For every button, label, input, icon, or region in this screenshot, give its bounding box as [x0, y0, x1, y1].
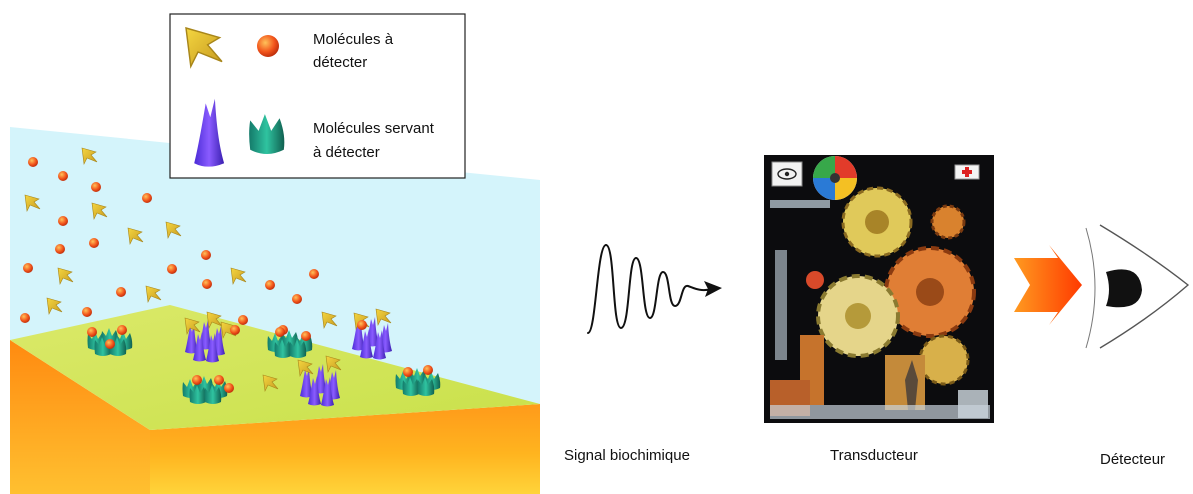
target-sphere [309, 269, 319, 279]
target-sphere [238, 315, 248, 325]
target-sphere [55, 244, 65, 254]
target-sphere [89, 238, 99, 248]
substrate-left-face [10, 340, 150, 494]
signal-caption: Signal biochimique [564, 447, 690, 464]
transducer-image [764, 155, 994, 423]
legend-sphere-icon [257, 35, 279, 57]
gear-icon [884, 246, 976, 338]
pupil [1106, 269, 1142, 308]
substrate-front-face [150, 404, 540, 494]
color-wheel-icon [813, 156, 857, 200]
paper-pile [770, 405, 990, 419]
valve [806, 271, 824, 289]
target-sphere [58, 216, 68, 226]
legend: Molécules à détecter Molécules servant à… [169, 13, 466, 179]
gear-icon [918, 334, 970, 386]
signal-arrowhead [704, 281, 722, 297]
gear-icon [841, 186, 913, 258]
machine-part [885, 355, 925, 410]
signal-wave-icon [587, 243, 722, 334]
target-sphere [167, 264, 177, 274]
target-sphere [202, 279, 212, 289]
sensing-surface [10, 305, 540, 430]
target-sphere [201, 250, 211, 260]
target-sphere [265, 280, 275, 290]
figure-silhouette [905, 360, 918, 410]
target-sphere [23, 263, 33, 273]
gear-icon [816, 274, 900, 358]
gear-icon [930, 204, 966, 240]
pipe [775, 250, 787, 360]
detector-caption: Détecteur [1100, 451, 1166, 468]
legend-probe-label-line1: Molécules servant [313, 120, 435, 137]
legend-probe-label-line2: à détecter [313, 144, 380, 161]
legend-target-label-line2: détecter [313, 54, 367, 71]
eye-icon [1085, 224, 1190, 349]
target-sphere [28, 157, 38, 167]
target-sphere [142, 193, 152, 203]
target-sphere [82, 307, 92, 317]
damped-wave [587, 243, 713, 334]
target-sphere [292, 294, 302, 304]
target-sphere [91, 182, 101, 192]
target-sphere [20, 313, 30, 323]
pipe [770, 200, 830, 208]
transducer-caption: Transducteur [830, 447, 918, 464]
target-sphere [58, 171, 68, 181]
legend-target-label-line1: Molécules à [313, 31, 394, 48]
output-arrow-icon [1014, 245, 1082, 325]
target-sphere [116, 287, 126, 297]
